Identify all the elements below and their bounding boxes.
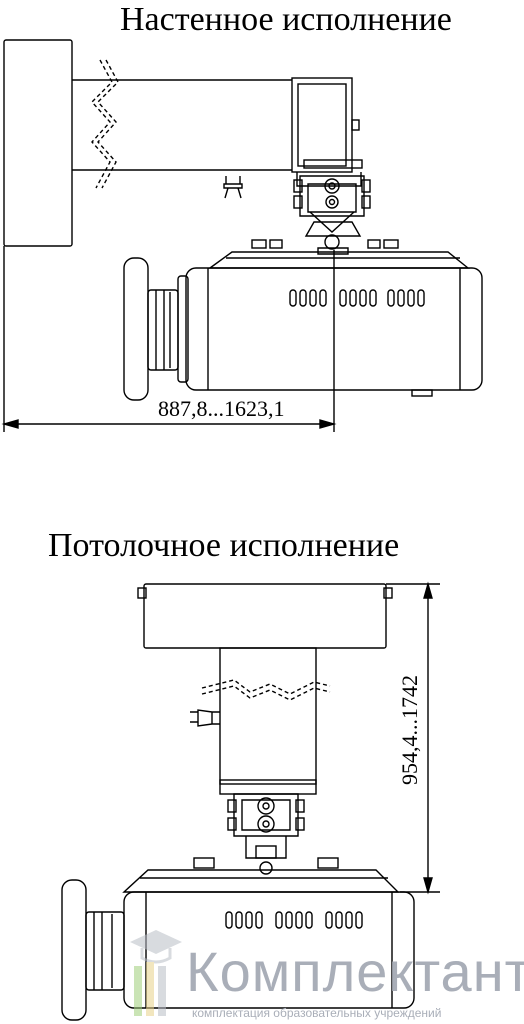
height-adjust-knob: [223, 176, 243, 199]
watermark-tagline: комплектация образовательных учреждений: [192, 1006, 442, 1020]
telescopic-tube: [291, 77, 353, 173]
vent-grille: [225, 911, 363, 929]
tilt-bracket: [233, 793, 299, 837]
graduation-cap-book-icon: [130, 930, 182, 1016]
ceiling-tube: [219, 647, 317, 785]
ceiling-plate: [143, 583, 387, 649]
wall-mount-title: Настенное исполнение: [120, 1, 452, 38]
projector-lens: [147, 289, 179, 371]
wall-mount-view: [1, 39, 483, 432]
wall-plate: [3, 39, 73, 247]
break-line: [91, 59, 113, 189]
projector-top-frame: [122, 869, 400, 893]
height-adjust-knob: [190, 709, 220, 727]
watermark-brand: Комплектант: [186, 940, 524, 1003]
tilt-bracket: [299, 175, 365, 217]
vent-grille: [289, 289, 425, 307]
ceiling-mount-view: [61, 581, 440, 1021]
wall-projection-distance-label: 887,8...1623,1: [158, 396, 285, 421]
ceiling-mount-title: Потолочное исполнение: [48, 527, 400, 564]
ceiling-drop-height-label: 954,4...1742: [397, 675, 422, 785]
projector-lens: [85, 911, 125, 991]
